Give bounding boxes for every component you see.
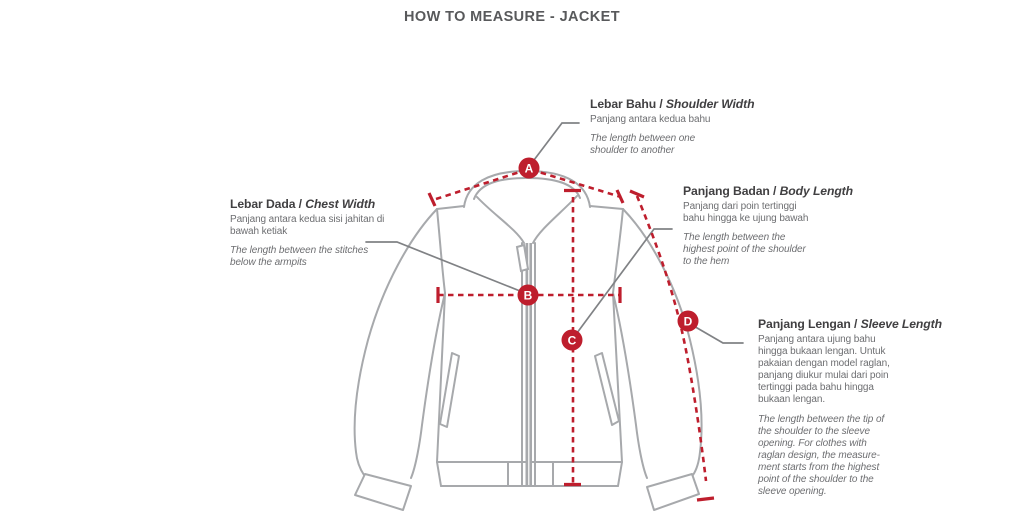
body-name-en: Body Length — [779, 184, 853, 198]
hem-seams — [436, 461, 623, 487]
marker-d: D — [677, 310, 699, 332]
label-body-length: Panjang Badan / Body Length Panjang dari… — [683, 184, 883, 268]
jacket-outline — [353, 170, 703, 511]
chest-desc-english: The length between the stitches below th… — [230, 245, 369, 269]
marker-c: C — [561, 329, 583, 351]
heading-separator: / — [656, 97, 666, 111]
label-sleeve-heading: Panjang Lengan / Sleeve Length — [758, 317, 958, 331]
shoulder-seam-right — [589, 205, 624, 210]
shoulder-desc-english: The length between one shoulder to anoth… — [590, 133, 696, 157]
zipper-pull — [515, 243, 530, 273]
marker-a: A — [518, 157, 540, 179]
cuff-left — [354, 473, 412, 511]
body-side-right — [612, 292, 623, 463]
measure-end-ticks — [427, 188, 715, 502]
sleeve-outer-right — [622, 208, 703, 476]
sleeve-name-id: Panjang Lengan — [758, 317, 851, 331]
leader-line-b — [365, 241, 526, 294]
chest-desc-indonesian: Panjang antara kedua sisi jahitan di baw… — [230, 214, 385, 238]
shoulder-desc-indonesian: Panjang antara kedua bahu — [590, 114, 711, 125]
body-side-left — [436, 292, 446, 463]
sleeve-desc-english: The length between the tip of the should… — [758, 413, 885, 498]
sleeve-length-dashed-line — [635, 195, 708, 482]
collar-inner — [473, 177, 581, 200]
neck-left — [476, 196, 525, 244]
sleeve-outer-left — [353, 208, 438, 476]
marker-b: B — [517, 284, 539, 306]
marker-d-letter: D — [684, 314, 693, 328]
label-chest-width: Lebar Dada / Chest Width Panjang antara … — [230, 197, 430, 269]
zipper-teeth-line — [528, 243, 530, 485]
heading-separator: / — [850, 317, 861, 331]
marker-c-letter: C — [568, 333, 577, 347]
shoulder-name-id: Lebar Bahu — [590, 97, 657, 111]
heading-separator: / — [769, 184, 780, 198]
armhole-left — [436, 208, 446, 294]
cuff-right — [646, 473, 700, 511]
sleeve-desc-indonesian: Panjang antara ujung bahu hingga bukaan … — [758, 334, 890, 406]
body-name-id: Panjang Badan — [683, 184, 770, 198]
pocket-left — [439, 352, 460, 428]
leader-line-d — [691, 324, 744, 344]
neck-right — [532, 195, 578, 244]
label-shoulder-width: Lebar Bahu / Shoulder Width Panjang anta… — [590, 97, 790, 157]
label-body-heading: Panjang Badan / Body Length — [683, 184, 883, 198]
page-title: HOW TO MEASURE - JACKET — [404, 9, 620, 25]
chest-name-id: Lebar Dada — [230, 197, 296, 211]
placket-lines — [521, 242, 536, 487]
shoulder-seam-left — [436, 205, 465, 210]
sleeve-name-en: Sleeve Length — [860, 317, 942, 331]
label-sleeve-length: Panjang Lengan / Sleeve Length Panjang a… — [758, 317, 958, 498]
armhole-right — [612, 208, 624, 294]
shoulder-name-en: Shoulder Width — [665, 97, 755, 111]
sleeve-inner-right — [612, 292, 648, 479]
marker-b-letter: B — [524, 288, 533, 302]
shoulder-width-dashed-line — [435, 167, 622, 201]
label-shoulder-heading: Lebar Bahu / Shoulder Width — [590, 97, 790, 111]
body-desc-english: The length between the highest point of … — [683, 232, 806, 268]
pocket-right — [594, 352, 620, 426]
sleeve-inner-left — [410, 292, 446, 479]
leader-line-a — [530, 122, 580, 165]
marker-a-letter: A — [525, 161, 534, 175]
heading-separator: / — [295, 197, 306, 211]
body-desc-indonesian: Panjang dari poin tertinggi bahu hingga … — [683, 201, 809, 225]
leader-line-c — [573, 228, 673, 338]
chest-name-en: Chest Width — [305, 197, 376, 211]
label-chest-heading: Lebar Dada / Chest Width — [230, 197, 430, 211]
